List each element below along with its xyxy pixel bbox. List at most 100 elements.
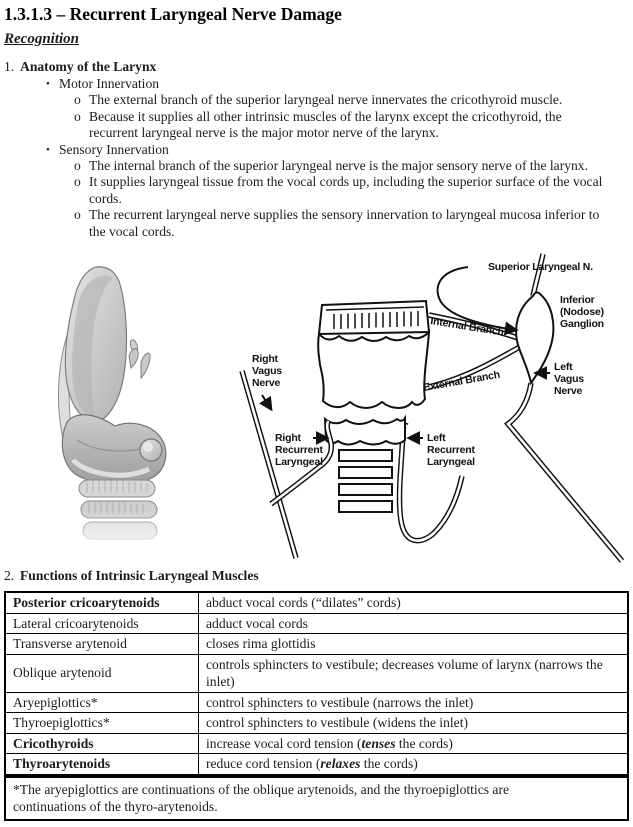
footnote-line-1: *The aryepiglottics are continuations of… <box>13 781 510 797</box>
left-recurrent-label: Recurrent <box>427 444 476 456</box>
muscle-function-cell: adduct vocal cords <box>198 612 629 634</box>
muscle-name-cell: Transverse arytenoid <box>4 633 199 655</box>
tracheal-rings <box>338 449 393 513</box>
table-row: Cricothyroids increase vocal cord tensio… <box>4 732 629 754</box>
sub-bullet-icon: o <box>74 108 81 124</box>
sub-bullet-icon: o <box>74 174 81 190</box>
muscle-function-cell: abduct vocal cords (“dilates” cords) <box>198 591 629 614</box>
left-recurrent-label: Left <box>427 432 446 444</box>
muscle-name-cell: Posterior cricoarytenoids <box>4 591 199 614</box>
sub-bullet-icon: o <box>74 92 81 108</box>
superior-laryngeal-label: Superior Laryngeal N. <box>488 261 593 273</box>
muscle-function-cell: control sphincters to vestibule (narrows… <box>198 691 629 713</box>
function-emphasis: relaxes <box>320 756 361 771</box>
cricoid-cartilage-outline <box>323 414 406 446</box>
right-vagus-label: Vagus <box>252 365 282 377</box>
trachea-texture <box>86 480 148 514</box>
table-row: Aryepiglottics* control sphincters to ve… <box>4 691 629 713</box>
function-text: the cords) <box>360 756 418 771</box>
right-recurrent-label: Laryngeal <box>275 456 323 468</box>
motor-bullet: • Motor Innervation <box>46 76 633 92</box>
table-footnote-cell: *The aryepiglottics are continuations of… <box>4 773 629 820</box>
cricoid-arch-highlight <box>71 458 151 478</box>
table-row: Posterior cricoarytenoids abduct vocal c… <box>4 591 629 614</box>
epiglottis-shading <box>72 275 113 417</box>
function-text: control sphincters to vestibule (widens … <box>206 715 468 730</box>
right-vagus-label: Nerve <box>252 377 281 389</box>
muscle-name-cell: Thyroarytenoids <box>4 753 199 776</box>
arytenoid-spike <box>128 348 139 370</box>
sensory-sub-1-line-1: The internal branch of the superior lary… <box>89 158 589 174</box>
table-footnote-row: *The aryepiglottics are continuations of… <box>4 773 629 820</box>
muscle-function-cell: control sphincters to vestibule (widens … <box>198 712 629 734</box>
larynx-illustration <box>55 266 177 556</box>
table-row: Lateral cricoarytenoids adduct vocal cor… <box>4 612 629 634</box>
sub-bullet-icon: o <box>74 207 81 223</box>
muscle-name-cell: Cricothyroids <box>4 732 199 754</box>
inferior-ganglion-label: Ganglion <box>560 318 604 330</box>
function-emphasis: tenses <box>361 735 396 751</box>
function-text: reduce cord tension ( <box>206 756 321 771</box>
section1-number: 1. <box>4 59 15 74</box>
motor-sub-2-line-1: Because it supplies all other intrinsic … <box>89 108 562 124</box>
function-text: the cords) <box>395 735 453 751</box>
left-vagus-nerve-line <box>504 253 625 563</box>
bullet-icon: • <box>46 143 50 156</box>
figures-area: Superior Laryngeal N. Inferior (Nodose) … <box>0 250 633 566</box>
function-text: control sphincters to vestibule (narrows… <box>206 694 474 710</box>
nodose-ganglion <box>515 291 555 386</box>
text-block: 1.3.1.3 – Recurrent Laryngeal Nerve Dama… <box>4 3 633 240</box>
muscle-function-cell: closes rima glottidis <box>198 633 629 655</box>
section2-number: 2. <box>4 568 15 583</box>
superior-laryngeal-pointer-arrow <box>436 266 519 336</box>
functions-section: 2. Functions of Intrinsic Laryngeal Muscl… <box>4 567 629 821</box>
function-text: closes rima glottidis <box>206 636 316 651</box>
muscle-name-cell: Lateral cricoarytenoids <box>4 612 199 634</box>
motor-sub-2-line-2: recurrent laryngeal nerve is the major m… <box>89 125 439 141</box>
left-vagus-label: Left <box>554 361 573 373</box>
function-text: increase vocal cord tension ( <box>206 735 362 751</box>
right-recurrent-label: Recurrent <box>275 444 324 456</box>
muscle-function-cell: increase vocal cord tension (tenses the … <box>198 732 629 754</box>
section1-heading: 1.Anatomy of the Larynx <box>4 58 633 75</box>
footnote-line-2: continuations of the thyro-arytenoids. <box>13 798 218 814</box>
motor-sub-1: o The external branch of the superior la… <box>74 92 633 108</box>
bullet-icon: • <box>46 78 50 90</box>
muscle-name-cell: Oblique arytenoid <box>4 653 199 693</box>
sensory-sub-3-line-2: the vocal cords. <box>89 223 175 239</box>
internal-branch-line <box>428 312 522 342</box>
muscle-functions-table: Posterior cricoarytenoids abduct vocal c… <box>4 591 629 821</box>
sensory-sub-2-line-2: cords. <box>89 190 122 206</box>
right-recurrent-laryngeal-line <box>269 420 335 507</box>
sub-bullet-icon: o <box>74 158 81 174</box>
table-row: Oblique arytenoid controls sphincters to… <box>4 653 629 693</box>
left-vagus-label: Vagus <box>554 373 584 385</box>
right-recurrent-label: Right <box>275 432 302 444</box>
right-vagus-nerve-line <box>239 370 299 559</box>
sensory-sub-1: o The internal branch of the superior la… <box>74 158 633 174</box>
motor-bullet-label: Motor Innervation <box>59 76 160 91</box>
function-text: abduct vocal cords (“dilates” cords) <box>206 595 401 610</box>
muscle-function-cell: reduce cord tension (relaxes the cords) <box>198 753 629 776</box>
section2-title: Functions of Intrinsic Laryngeal Muscles <box>20 568 259 583</box>
left-vagus-label: Nerve <box>554 385 583 397</box>
table-row: Transverse arytenoid closes rima glottid… <box>4 633 629 655</box>
table-row: Thyroepiglottics* control sphincters to … <box>4 712 629 734</box>
function-text: controls sphincters to vestibule; decrea… <box>206 656 603 690</box>
motor-sub-2: o Because it supplies all other intrinsi… <box>74 109 633 142</box>
sensory-bullet-label: Sensory Innervation <box>59 141 169 157</box>
nerve-diagram: Superior Laryngeal N. Inferior (Nodose) … <box>239 253 625 563</box>
motor-sub-1-line-1: The external branch of the superior lary… <box>89 92 563 108</box>
page-title: 1.3.1.3 – Recurrent Laryngeal Nerve Dama… <box>4 4 342 24</box>
right-vagus-label: Right <box>252 353 279 365</box>
inferior-ganglion-label: Inferior <box>560 294 595 306</box>
muscle-name-cell: Aryepiglottics* <box>4 691 199 713</box>
sensory-sub-3: o The recurrent laryngeal nerve supplies… <box>74 207 633 240</box>
external-branch-label: External Branch <box>422 369 500 394</box>
recognition-heading: Recognition <box>4 31 80 47</box>
tubercle-highlight <box>143 442 153 452</box>
sensory-sub-2: o It supplies laryngeal tissue from the … <box>74 174 633 207</box>
left-recurrent-label: Laryngeal <box>427 456 475 468</box>
sensory-bullet: • Sensory Innervation <box>46 142 633 158</box>
